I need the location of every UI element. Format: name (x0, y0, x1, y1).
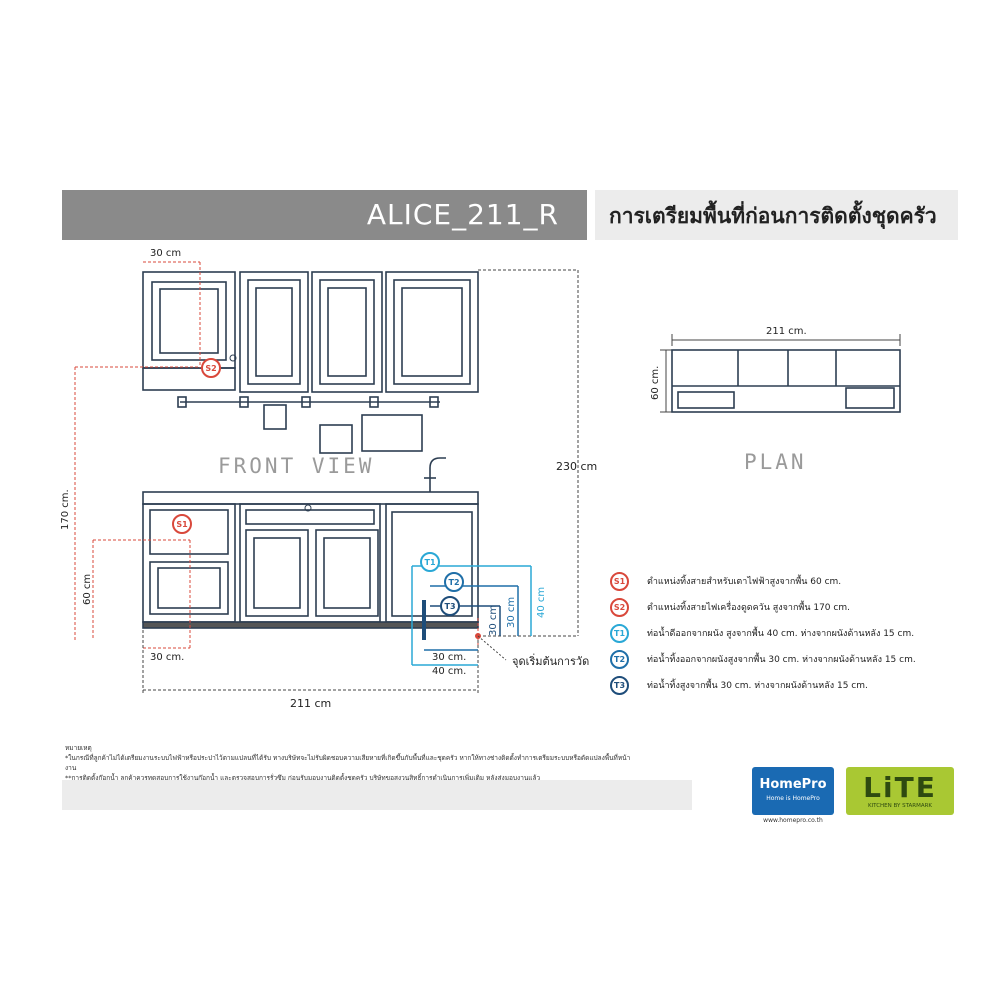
notes: หมายเหตุ *ในกรณีที่ลูกค้าไม่ได้เตรียมงาน… (65, 743, 635, 783)
model-name: ALICE_211_R (366, 198, 559, 231)
model-title-bar: ALICE_211_R (62, 190, 587, 240)
plan-depth: 60 cm. (650, 366, 661, 400)
dim-total-height: 230 cm (556, 460, 597, 473)
dim-total-width: 211 cm (290, 697, 331, 710)
legend-text: ท่อน้ำทิ้งออกจากผนังสูงจากพื้น 30 cm. ห่… (647, 655, 916, 665)
page-title: การเตรียมพื้นที่ก่อนการติดตั้งชุดครัว (609, 204, 937, 228)
front-view-label: FRONT VIEW (218, 454, 375, 478)
dim-t2-height: 30 cm (506, 597, 517, 628)
marker-t3: T3 (440, 596, 460, 616)
page-title-bar: การเตรียมพื้นที่ก่อนการติดตั้งชุดครัว (595, 190, 958, 240)
homepro-url: www.homepro.co.th (763, 817, 823, 824)
footer-band (62, 780, 692, 810)
plan-view-label: PLAN (744, 450, 807, 474)
lite-logo: LiTE KITCHEN BY STARMARK (846, 767, 954, 815)
upper-cabinet-4 (385, 271, 479, 393)
marker-s1: S1 (172, 514, 192, 534)
legend-badge: S2 (610, 597, 629, 617)
marker-t2: T2 (444, 572, 464, 592)
legend-t2: T2 ท่อน้ำทิ้งออกจากผนังสูงจากพื้น 30 cm.… (610, 648, 916, 670)
dim-bottom-offset: 30 cm. (150, 652, 184, 663)
base-cabinet-2 (239, 503, 381, 623)
marker-s2: S2 (201, 358, 221, 378)
dim-s2-height: 170 cm. (60, 489, 71, 530)
homepro-name: HomePro (759, 777, 827, 792)
svg-text:T3: T3 (444, 602, 455, 611)
svg-text:S1: S1 (176, 520, 188, 529)
legend-t1: T1 ท่อน้ำดีออกจากผนัง สูงจากพื้น 40 cm. … (610, 622, 914, 644)
countertop (142, 491, 479, 505)
upper-cabinet-3 (311, 271, 383, 393)
marker-t1: T1 (420, 552, 440, 572)
svg-text:T2: T2 (448, 578, 459, 587)
notes-line-1: *ในกรณีที่ลูกค้าไม่ได้เตรียมงานระบบไฟฟ้า… (65, 754, 631, 772)
legend-badge: T2 (610, 649, 629, 669)
legend-badge: T1 (610, 623, 629, 643)
legend-text: ตำแหน่งทิ้งสายสำหรับเตาไฟฟ้าสูงจากพื้น 6… (647, 577, 842, 587)
legend-text: ท่อน้ำทิ้งสูงจากพื้น 30 cm. ห่างจากผนังด… (647, 681, 868, 691)
plan-width: 211 cm. (766, 326, 807, 337)
dim-t1-height: 40 cm (536, 587, 547, 618)
legend-badge: T3 (610, 675, 629, 695)
range-hood (142, 367, 236, 391)
lite-tagline: KITCHEN BY STARMARK (867, 803, 933, 809)
legend-badge: S1 (610, 571, 629, 591)
legend-text: ท่อน้ำดีออกจากผนัง สูงจากพื้น 40 cm. ห่า… (647, 629, 915, 639)
legend-s1: S1 ตำแหน่งทิ้งสายสำหรับเตาไฟฟ้าสูงจากพื้… (610, 570, 841, 592)
dim-t-offset-40: 40 cm. (432, 666, 466, 677)
homepro-tagline: Home is HomePro (766, 795, 820, 802)
notes-line-2: **การติดตั้งก๊อกน้ำ ลูกค้าควรทดสอบการใช้… (65, 774, 541, 782)
dim-top-offset: 30 cm (150, 248, 181, 259)
notes-heading: หมายเหตุ (65, 744, 92, 752)
homepro-logo: HomePro Home is HomePro (752, 767, 834, 815)
svg-text:S2: S2 (205, 364, 216, 373)
legend-text: ตำแหน่งทิ้งสายไฟเครื่องดูดควัน สูงจากพื้… (647, 603, 850, 613)
svg-text:T1: T1 (424, 558, 435, 567)
dim-t3-height: 30 cm (488, 605, 499, 636)
legend-s2: S2 ตำแหน่งทิ้งสายไฟเครื่องดูดควัน สูงจาก… (610, 596, 850, 618)
lite-name: LiTE (863, 771, 937, 804)
dim-t-offset-30: 30 cm. (432, 652, 466, 663)
upper-cabinet-2 (239, 271, 309, 393)
start-point-label: จุดเริ่มต้นการวัด (512, 653, 589, 668)
plan-outline (671, 349, 901, 413)
legend-t3: T3 ท่อน้ำทิ้งสูงจากพื้น 30 cm. ห่างจากผน… (610, 674, 868, 696)
dim-s1-height: 60 cm (82, 574, 93, 605)
